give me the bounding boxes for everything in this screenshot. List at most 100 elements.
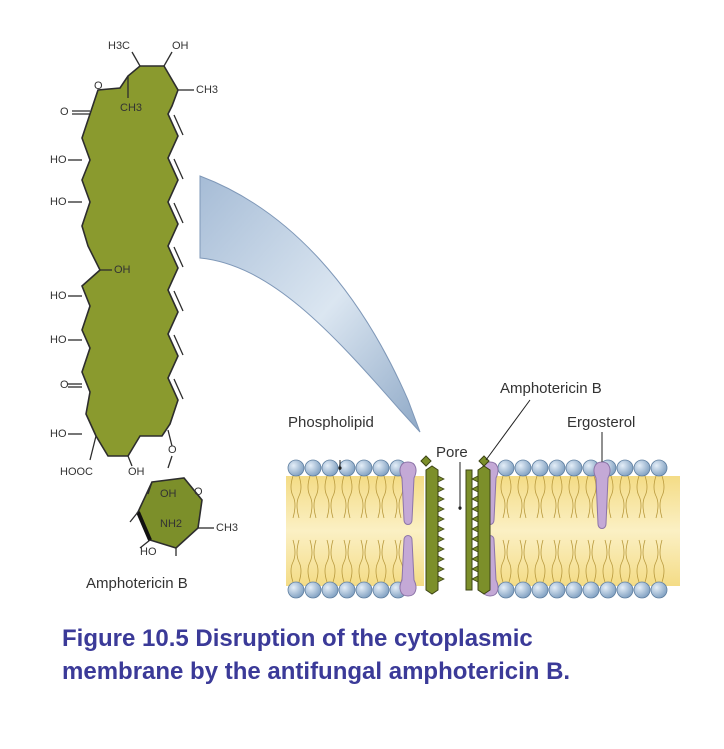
lipid-tail: [347, 475, 353, 519]
phospholipid-head: [338, 581, 356, 599]
sugar-wedge-bond: [136, 511, 152, 541]
phospholipid-head: [497, 459, 515, 477]
phospholipid-head: [650, 459, 668, 477]
macrolide-ring: [81, 65, 179, 457]
rod-tooth: [437, 565, 445, 573]
lipid-tail: [517, 475, 523, 519]
polyene-double-bonds: [173, 114, 184, 400]
phospholipid-head: [565, 459, 583, 477]
phospholipid-head: [355, 581, 373, 599]
rod-tooth: [437, 555, 445, 563]
phospholipid-head: [287, 459, 305, 477]
label-ch3-right: CH3: [196, 84, 219, 96]
rod-tooth: [437, 535, 445, 543]
caption-line-2: membrane by the antifungal amphotericin …: [62, 658, 571, 685]
lipid-tail: [290, 539, 296, 583]
label-o-carbonyl-mid: O: [60, 379, 69, 391]
rod-tooth: [471, 495, 479, 503]
pore-label: Pore: [436, 444, 468, 461]
lipid-tail: [517, 539, 523, 583]
phospholipid-head: [372, 581, 390, 599]
lipid-tail: [290, 475, 296, 519]
phospholipid-head: [582, 581, 600, 599]
phospholipid-head: [531, 459, 549, 477]
membrane-diagram: [286, 399, 680, 599]
lipid-tail: [324, 539, 330, 583]
rod-tooth: [437, 505, 445, 513]
label-oh-mid: OH: [114, 264, 131, 276]
rod-tooth: [471, 565, 479, 573]
lipid-tail: [642, 475, 648, 519]
phospholipid-head: [650, 581, 668, 599]
phospholipid-head: [565, 581, 583, 599]
lipid-tail: [591, 539, 597, 583]
phospholipid-head: [514, 581, 532, 599]
lipid-tail: [375, 539, 381, 583]
phospholipid-heads: [287, 459, 668, 599]
label-ch3-inner: CH3: [120, 102, 143, 114]
lipid-tail: [523, 475, 529, 519]
phospholipid-head: [616, 581, 634, 599]
leader-dot-pore: [458, 506, 462, 510]
lipid-tail: [534, 475, 540, 519]
amphotericin-structure: [68, 51, 214, 556]
sugar-label-ho: HO: [140, 546, 157, 558]
rod-tooth: [437, 485, 445, 493]
rod-tooth: [471, 575, 479, 583]
rod-tooth: [437, 525, 445, 533]
figure-caption: Figure 10.5 Disruption of the cytoplasmi…: [62, 622, 712, 688]
lipid-tail: [642, 539, 648, 583]
lipid-tail: [358, 539, 364, 583]
amphotericin-top-diamond: [420, 455, 432, 467]
lipid-tails: [290, 475, 665, 583]
lipid-tail: [659, 539, 665, 583]
phospholipid-head: [304, 581, 322, 599]
lipid-tail: [534, 539, 540, 583]
rod-tooth: [471, 475, 479, 483]
lipid-tail: [392, 475, 398, 519]
lipid-tail: [347, 539, 353, 583]
rod-tooth: [471, 545, 479, 553]
lipid-tail: [557, 539, 563, 583]
lipid-tail: [313, 539, 319, 583]
lipid-tail: [500, 539, 506, 583]
phospholipid-head: [616, 459, 634, 477]
lipid-tail: [500, 475, 506, 519]
phospholipid-head: [599, 581, 617, 599]
phospholipid-head: [304, 459, 322, 477]
sugar-label-nh2: NH2: [160, 518, 183, 530]
lipid-tail: [307, 475, 313, 519]
phospholipid-head: [287, 581, 305, 599]
lipid-tail: [568, 475, 574, 519]
label-ho-5: HO: [50, 428, 67, 440]
lipid-tail: [608, 539, 614, 583]
lipid-tail: [381, 475, 387, 519]
lipid-bilayer-right: [488, 476, 680, 586]
lipid-tail: [375, 475, 381, 519]
rod-tooth: [471, 535, 479, 543]
label-oh-bottom: OH: [128, 466, 145, 478]
rod-tooth: [437, 495, 445, 503]
label-o-ring: O: [94, 80, 103, 92]
amphotericin-rod-inner: [465, 469, 473, 591]
sugar-label-ch3: CH3: [216, 522, 239, 534]
lipid-tail: [557, 475, 563, 519]
lipid-tail: [341, 539, 347, 583]
lipid-tail: [585, 539, 591, 583]
rod-tooth: [471, 505, 479, 513]
amphotericin-rods: [425, 465, 491, 595]
lipid-tail: [523, 539, 529, 583]
lipid-tail: [540, 539, 546, 583]
leader-lines: [339, 399, 603, 510]
sugar-bonds: [129, 481, 214, 556]
lipid-tail: [619, 539, 625, 583]
lipid-tail: [392, 539, 398, 583]
phospholipid-head: [548, 459, 566, 477]
phospholipid-head: [497, 581, 515, 599]
sugar-label-o: O: [194, 486, 203, 498]
lipid-tail: [619, 475, 625, 519]
label-oh-top: OH: [172, 40, 189, 52]
lipid-tail: [330, 475, 336, 519]
rod-tooth: [437, 475, 445, 483]
amphotericin-b-label: Amphotericin B: [500, 380, 602, 397]
